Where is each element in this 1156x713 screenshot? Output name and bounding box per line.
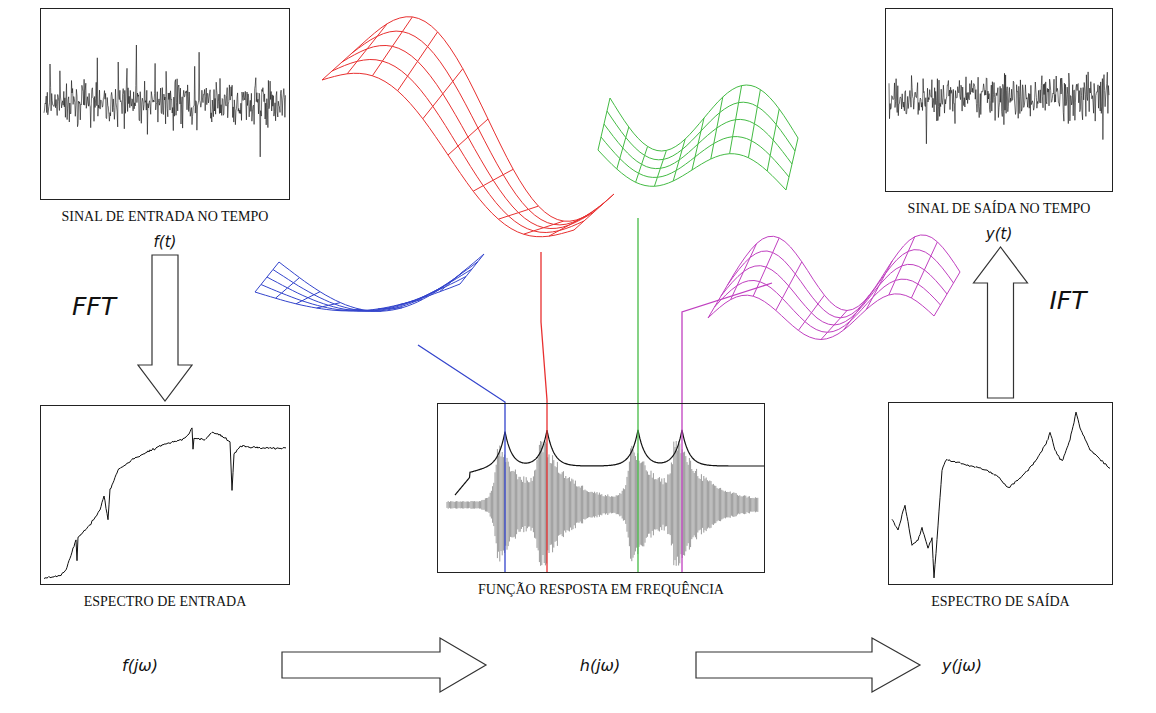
signal-symbol: y(t) (815, 225, 1156, 243)
plot-box: SINAL DE SAÍDA NO TEMPOy(t) (885, 8, 1113, 243)
mode-shape-mesh (708, 235, 960, 340)
leader-line (637, 218, 638, 572)
transform-label: FFT (72, 292, 116, 321)
box-caption: SINAL DE SAÍDA NO TEMPO (815, 201, 1156, 217)
mode-shape-mesh (255, 254, 484, 311)
transform-label: IFT (1050, 286, 1087, 315)
frf-curve (455, 430, 765, 495)
time-signal (44, 45, 286, 157)
plot-frame (885, 8, 1113, 192)
box-caption: FUNÇÃO RESPOSTA EM FREQUÊNCIA (367, 582, 835, 598)
leader-line (541, 252, 547, 572)
spectrum-symbol: h(jω) (580, 656, 620, 675)
hollow-arrow (282, 638, 486, 692)
plot-frame (40, 8, 290, 200)
plot-box: ESPECTRO DE SAÍDA (888, 402, 1113, 610)
leader-line (682, 283, 772, 572)
leader-line (418, 345, 505, 572)
leader-lines (418, 218, 772, 572)
signal-symbol: f(t) (0, 233, 360, 251)
plot-frame (888, 402, 1113, 585)
spectrum-symbol: y(jω) (942, 656, 982, 675)
spectrum-symbol: f(jω) (122, 656, 158, 675)
time-signal (889, 72, 1109, 144)
mode-shape-mesh (598, 85, 798, 190)
plot-box: FUNÇÃO RESPOSTA EM FREQUÊNCIA (437, 403, 765, 598)
transform-arrow (974, 247, 1028, 398)
mode-shape-mesh (322, 17, 614, 237)
signal-plots (44, 45, 1110, 579)
box-caption: SINAL DE ENTRADA NO TEMPO (0, 209, 360, 225)
box-caption: ESPECTRO DE ENTRADA (0, 594, 360, 610)
hollow-arrow (696, 638, 920, 692)
plot-frame (40, 405, 290, 585)
plot-box: SINAL DE ENTRADA NO TEMPOf(t) (40, 8, 290, 251)
box-caption: ESPECTRO DE SAÍDA (818, 594, 1156, 610)
spectrum-curve (44, 428, 286, 579)
response-bursts (447, 441, 758, 566)
mode-shapes (255, 17, 960, 340)
spectrum-curve (892, 412, 1110, 578)
plot-box: ESPECTRO DE ENTRADA (40, 405, 290, 610)
plot-frame (437, 403, 765, 573)
transform-arrow (138, 255, 192, 401)
